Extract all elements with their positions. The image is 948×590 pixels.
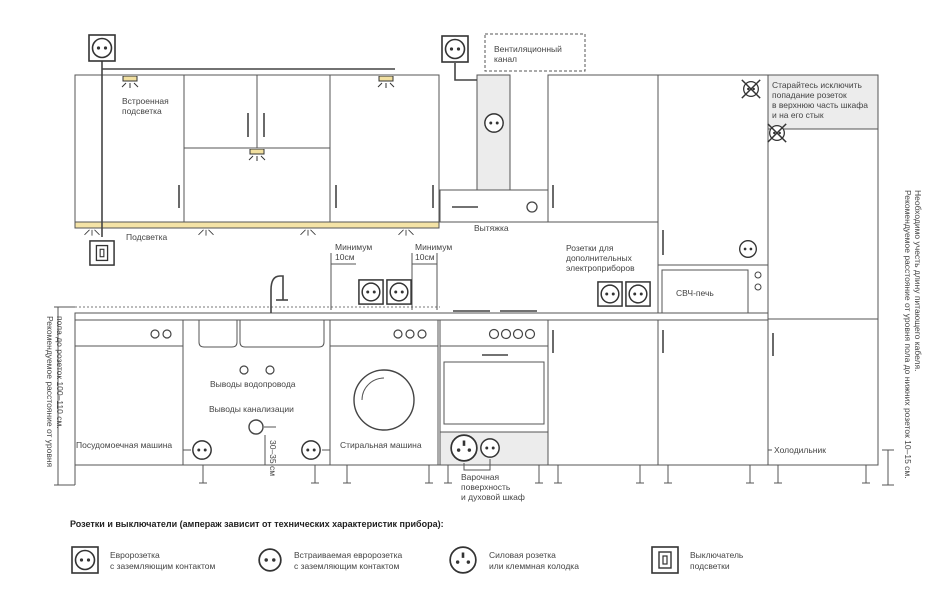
- built-in-socket-icon: [192, 440, 212, 460]
- upper-cabinets-left: [74, 74, 440, 237]
- light-switch-icon: [651, 546, 679, 574]
- fridge-label: Холодильник: [774, 445, 826, 455]
- backlight-label: Подсветка: [126, 232, 168, 242]
- built-in-socket-icon: [258, 548, 282, 572]
- backlight-lamp-icon: [300, 229, 316, 237]
- legend: Розетки и выключатели (ампераж зависит о…: [70, 519, 746, 574]
- crossed-socket-icon: [741, 79, 761, 99]
- hood: [439, 74, 549, 223]
- water-outlets-label: Выводы водопровода: [210, 379, 296, 389]
- avoid-sockets-label: Старайтесь исключить попадание розеток в…: [772, 80, 870, 120]
- light-switch-icon: [89, 240, 115, 266]
- legend-title: Розетки и выключатели (ампераж зависит о…: [70, 519, 444, 529]
- euro-socket-icon: [386, 279, 412, 305]
- euro-socket-icon: [88, 34, 116, 62]
- euro-socket-icon: [71, 546, 99, 574]
- right-dimension-label: Рекомендуемое расстояние от уровня пола …: [903, 190, 923, 481]
- euro-socket-icon: [625, 281, 651, 307]
- cabinet-legs: [74, 464, 878, 485]
- crossed-socket-icon: [767, 123, 787, 143]
- vent-channel-label: Вентиляционный канал: [494, 44, 564, 64]
- built-in-socket-icon: [480, 438, 500, 458]
- min-distance-label-1: Минимум 10см: [335, 242, 375, 262]
- euro-socket-icon: [358, 279, 384, 305]
- euro-socket-icon: [441, 35, 469, 63]
- left-dimension-label: Рекомендуемое расстояние от уровня пола …: [45, 316, 65, 470]
- sewer-outlets-label: Выводы канализации: [209, 404, 294, 414]
- min-distance-label-2: Минимум 10см: [415, 242, 455, 262]
- legend-item-switch: Выключатель подсветки: [690, 550, 746, 571]
- washer-label: Стиральная машина: [340, 440, 422, 450]
- built-in-socket-icon: [484, 113, 504, 133]
- microwave: СВЧ-печь: [657, 264, 769, 320]
- euro-socket-icon: [597, 281, 623, 307]
- legend-item-built-in: Встраиваемая евророзетка с заземляющим к…: [294, 550, 405, 571]
- backlight-lamp-icon: [398, 229, 414, 237]
- legend-item-euro: Евророзетка с заземляющим контактом: [110, 550, 215, 571]
- extra-sockets-label: Розетки для дополнительных электроприбор…: [566, 243, 635, 273]
- built-in-light-label: Встроенная подсветка: [122, 96, 171, 116]
- backlight-lamp-icon: [84, 229, 100, 237]
- power-socket-icon: [450, 434, 478, 462]
- built-in-socket-icon: [301, 440, 321, 460]
- backlight-lamp-icon: [198, 229, 214, 237]
- fridge-unit: [767, 74, 879, 466]
- washing-machine: Стиральная машина: [329, 319, 439, 466]
- dishwasher: Посудомоечная машина: [74, 319, 184, 466]
- hood-label: Вытяжка: [474, 223, 509, 233]
- legend-item-power: Силовая розетка или клеммная колодка: [489, 550, 579, 571]
- built-in-socket-icon: [739, 240, 757, 259]
- height-30-label: 30–35 см: [268, 440, 278, 476]
- hob-oven-label: Варочная поверхность и духовой шкаф: [461, 472, 525, 502]
- dishwasher-label: Посудомоечная машина: [76, 440, 172, 450]
- microwave-label: СВЧ-печь: [676, 288, 714, 298]
- power-socket-icon: [449, 546, 477, 574]
